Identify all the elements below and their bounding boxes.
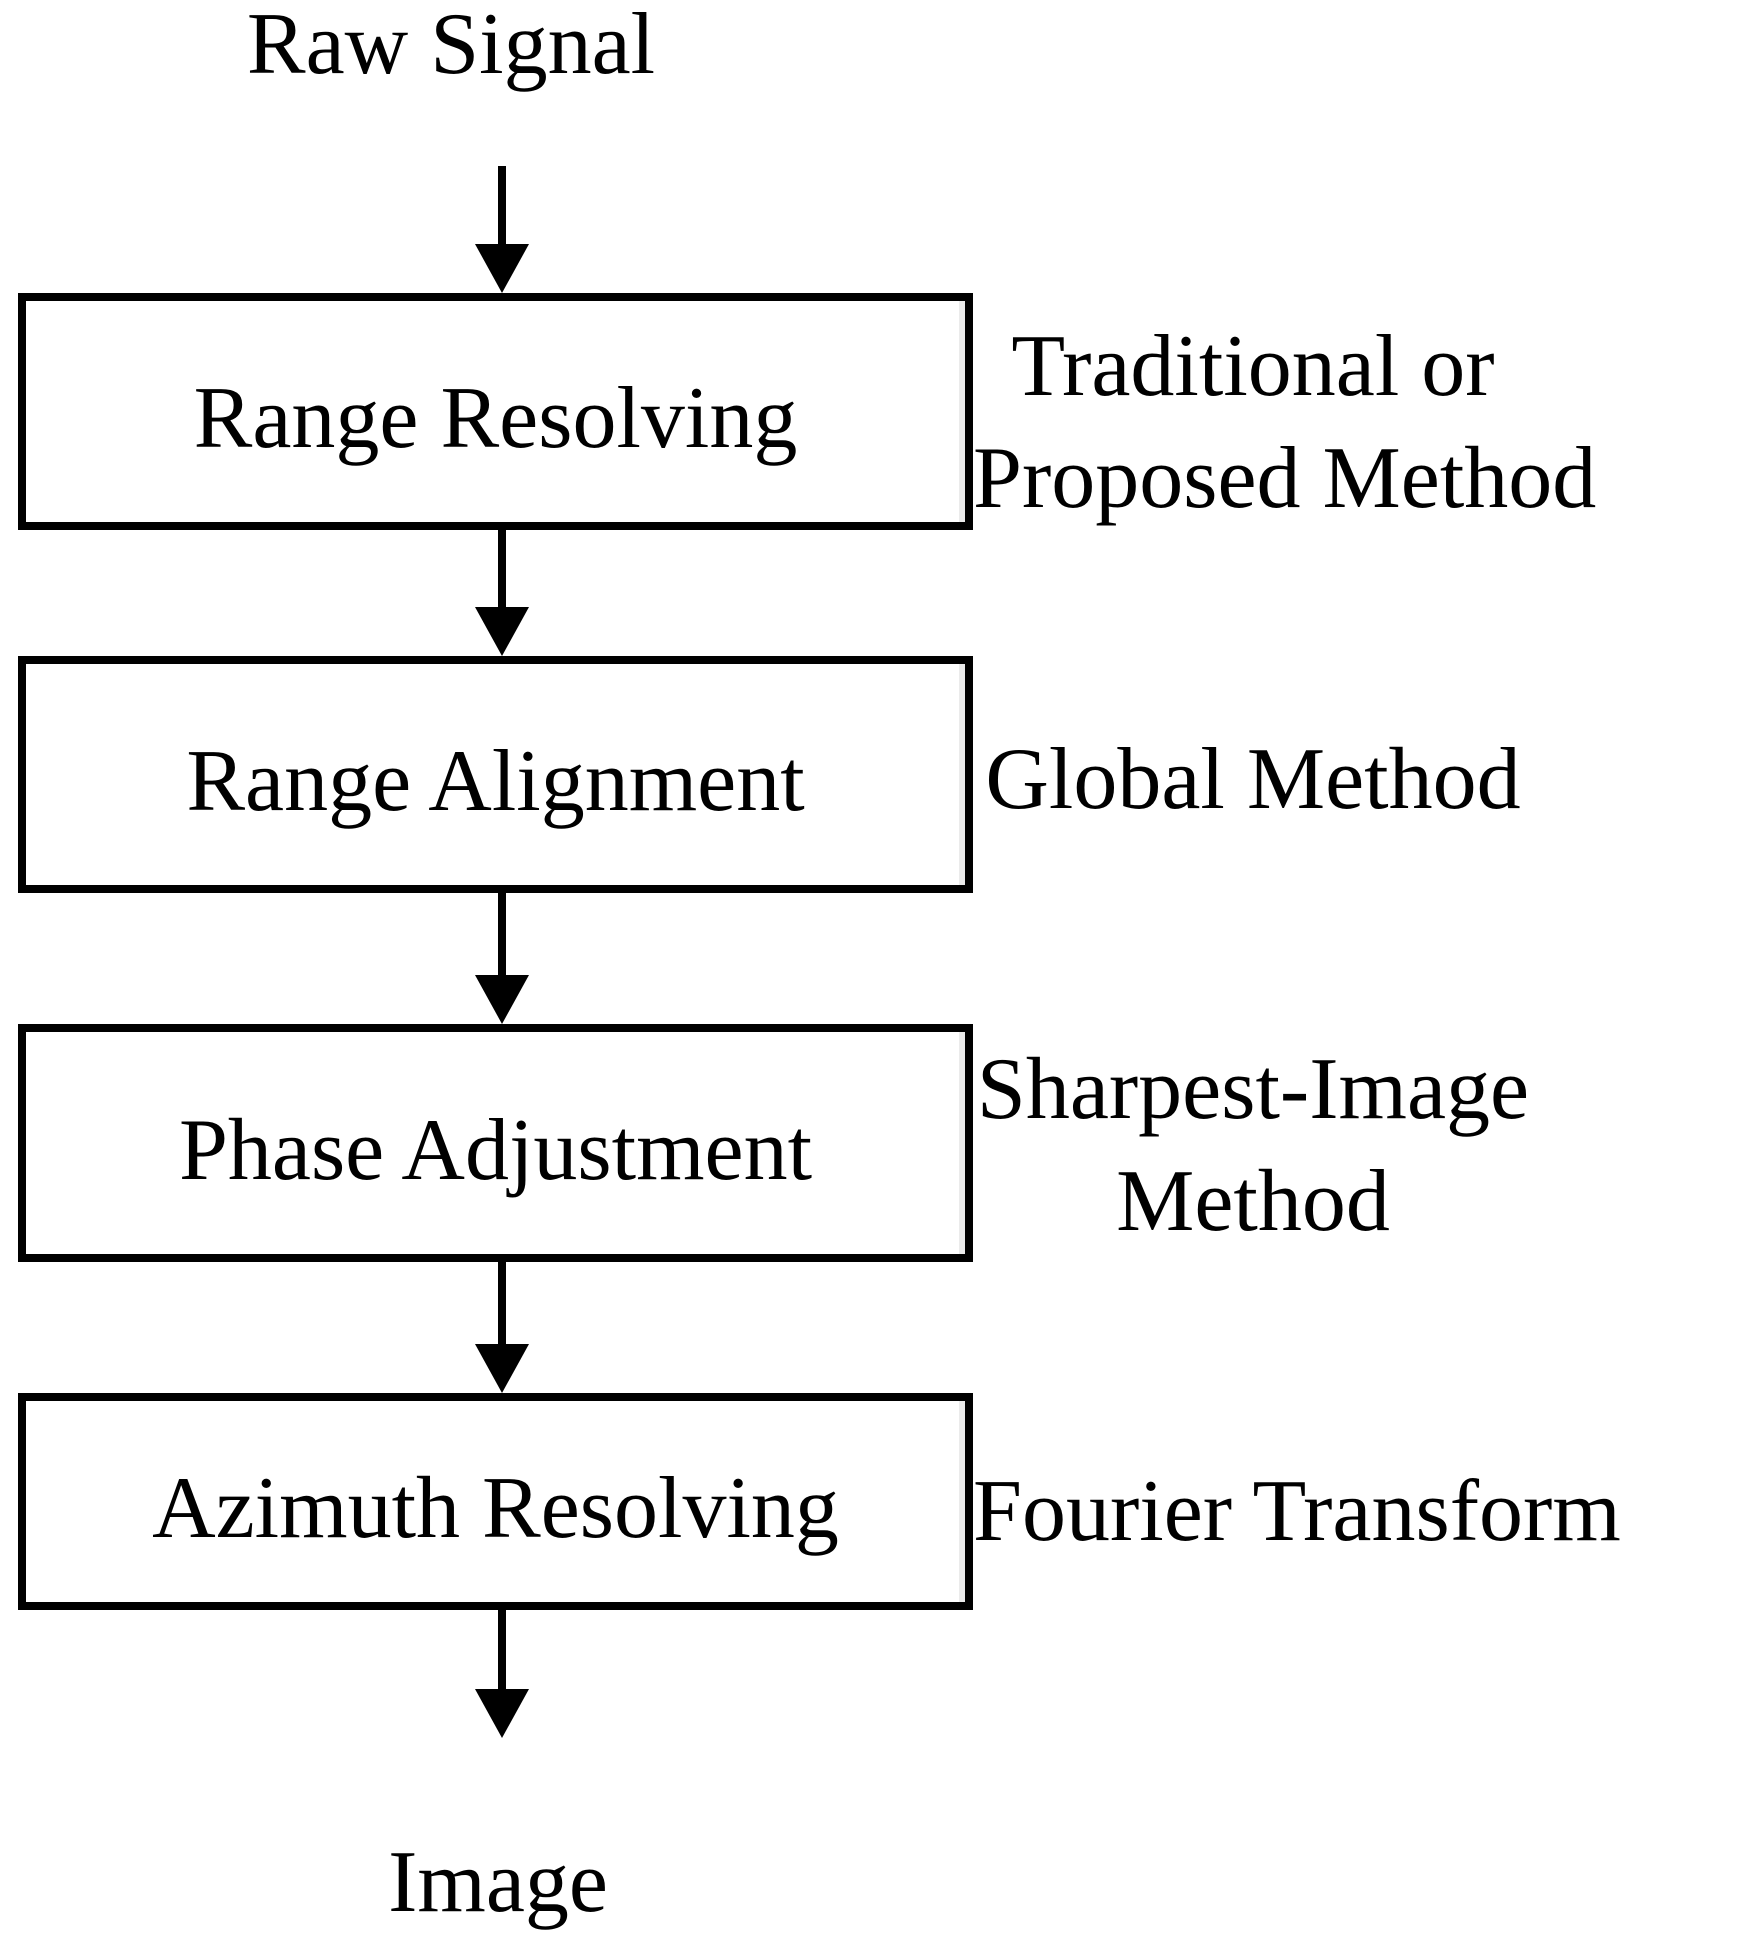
method-annotation-line: Fourier Transform	[973, 1463, 1621, 1560]
down-arrow-shaft	[498, 530, 506, 611]
step-box-phase-adjustment: Phase Adjustment	[18, 1024, 973, 1262]
down-arrow-4	[475, 1262, 529, 1393]
down-arrow-head-icon	[475, 975, 529, 1024]
step-label: Range Alignment	[186, 733, 805, 830]
method-annotation-line: Method	[1116, 1153, 1390, 1250]
method-annotation-1: Traditional or Proposed Method	[973, 311, 1597, 535]
step-box-range-resolving: Range Resolving	[18, 293, 973, 530]
method-annotation-3: Sharpest-Image Method	[973, 1034, 1533, 1258]
down-arrow-2	[475, 530, 529, 656]
down-arrow-shaft	[498, 893, 506, 979]
down-arrow-3	[475, 893, 529, 1024]
method-annotation-line: Traditional or	[1011, 318, 1495, 415]
source-label-raw-signal: Raw Signal	[246, 0, 656, 93]
method-annotation-4: Fourier Transform	[973, 1456, 1621, 1568]
down-arrow-5	[475, 1610, 529, 1738]
step-label: Range Resolving	[193, 370, 798, 467]
down-arrow-1	[475, 166, 529, 293]
step-box-range-alignment: Range Alignment	[18, 656, 973, 893]
method-annotation-line: Sharpest-Image	[976, 1041, 1530, 1138]
down-arrow-shaft	[498, 1610, 506, 1693]
step-label: Azimuth Resolving	[152, 1460, 839, 1557]
down-arrow-head-icon	[475, 1344, 529, 1393]
down-arrow-shaft	[498, 166, 506, 248]
down-arrow-head-icon	[475, 244, 529, 293]
down-arrow-head-icon	[475, 1689, 529, 1738]
step-label: Phase Adjustment	[178, 1101, 813, 1199]
method-annotation-2: Global Method	[973, 724, 1533, 836]
method-annotation-line: Proposed Method	[973, 430, 1597, 527]
down-arrow-shaft	[498, 1262, 506, 1348]
sink-label-image: Image	[388, 1834, 608, 1931]
step-box-azimuth-resolving: Azimuth Resolving	[18, 1393, 973, 1610]
method-annotation-line: Global Method	[985, 731, 1521, 828]
down-arrow-head-icon	[475, 607, 529, 656]
